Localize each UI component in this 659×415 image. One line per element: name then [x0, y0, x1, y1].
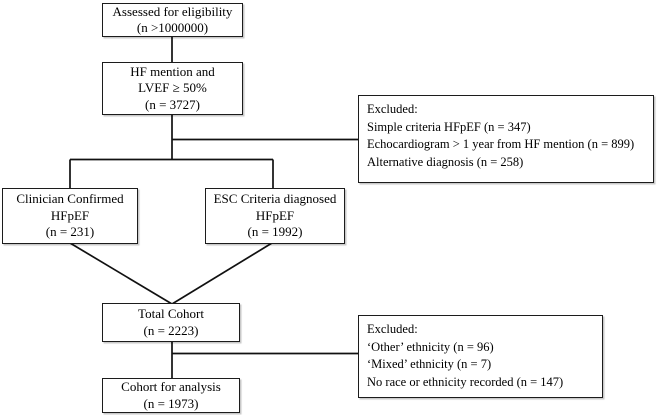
node-text-line: ‘Mixed’ ethnicity (n = 7)	[367, 357, 492, 371]
node-text-line: Echocardiogram > 1 year from HF mention …	[367, 137, 635, 151]
node-text-line: (n = 3727)	[145, 96, 200, 112]
connector-esc-to-total	[171, 242, 273, 305]
node-total-cohort: Total Cohort (n = 2223)	[102, 303, 240, 342]
node-text-line: HFpEF	[50, 207, 90, 223]
node-text-line: (n = 2223)	[143, 322, 199, 338]
node-text-line: (n = 1992)	[247, 224, 303, 240]
node-text-line: ‘Other’ ethnicity (n = 96)	[367, 339, 494, 354]
node-text-line: Clinician Confirmed	[16, 191, 124, 207]
node-text-line: (n = 231)	[45, 224, 95, 240]
node-clinician-confirmed-hfpef: Clinician Confirmed HFpEF (n = 231)	[2, 188, 138, 244]
node-text-line: HF mention and	[130, 63, 215, 79]
node-text-line: Simple criteria HFpEF (n = 347)	[367, 119, 531, 134]
node-text-line: ESC Criteria diagnosed	[213, 191, 337, 207]
node-assessed-eligibility: Assessed for eligibility (n >1000000)	[102, 3, 243, 37]
node-text-line: Excluded:	[367, 102, 418, 116]
node-text-line: Assessed for eligibility	[112, 3, 233, 19]
node-text-line: No race or ethnicity recorded (n = 147)	[367, 374, 564, 389]
node-text-line: (n >1000000)	[136, 20, 209, 35]
node-text-line: HFpEF	[255, 207, 295, 223]
node-text-line: LVEF ≥ 50%	[138, 80, 207, 96]
node-esc-criteria-hfpef: ESC Criteria diagnosed HFpEF (n = 1992)	[205, 188, 345, 244]
node-excluded-criteria: Excluded: Simple criteria HFpEF (n = 347…	[358, 95, 654, 183]
node-text-line: Total Cohort	[138, 306, 204, 321]
node-text-line: Alternative diagnosis (n = 258)	[367, 154, 524, 169]
node-text-line: Excluded:	[367, 322, 418, 336]
node-text-line: Cohort for analysis	[121, 379, 221, 394]
node-hf-mention-lvef: HF mention and LVEF ≥ 50% (n = 3727)	[102, 62, 243, 115]
node-cohort-for-analysis: Cohort for analysis (n = 1973)	[102, 378, 240, 413]
connector-clinician-to-total	[69, 242, 173, 305]
node-text-line: (n = 1973)	[143, 395, 199, 411]
node-excluded-ethnicity: Excluded: ‘Other’ ethnicity (n = 96) ‘Mi…	[358, 315, 603, 398]
